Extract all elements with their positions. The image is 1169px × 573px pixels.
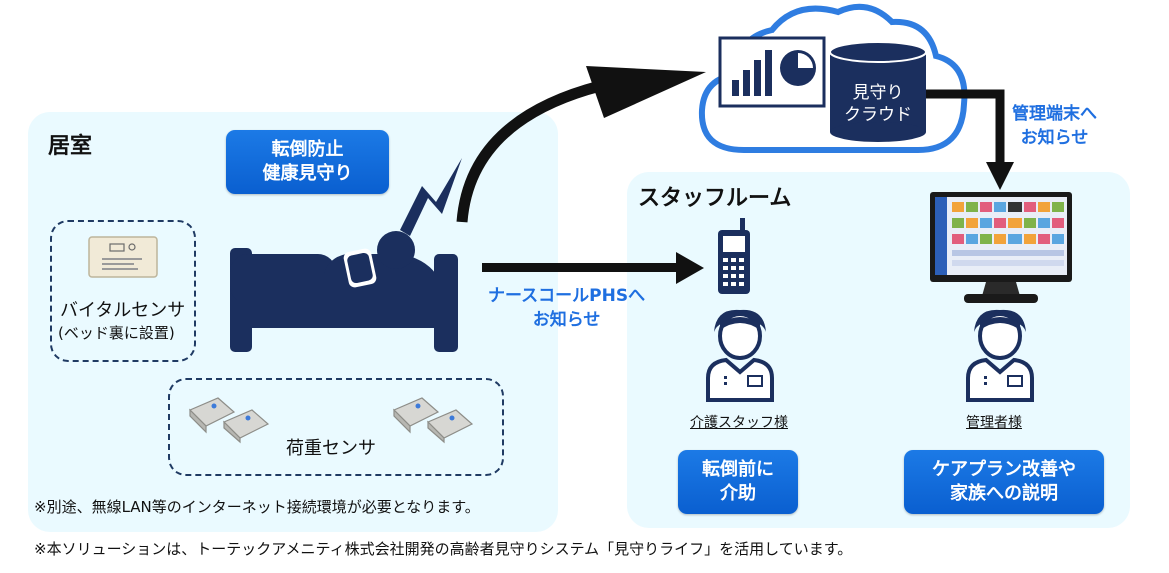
load-sensor-group [168,378,504,476]
load-sensor-icon-left [188,397,270,444]
room-feature-box: 転倒防止 健康見守り [226,130,389,194]
room-feature-line-2: 健康見守り [262,163,353,184]
phs-notify-line-2: お知らせ [532,310,601,330]
monitor-icon [930,192,1072,303]
bed-person-icon [230,158,462,352]
database-icon [829,41,927,142]
care-staff-icon [706,309,774,402]
vital-sensor-name: バイタルセンサ [60,300,186,321]
admin-icon [966,309,1034,402]
cloud-label: 見守り クラウド [836,82,920,126]
cloud-label-line-2: クラウド [844,105,912,125]
admin-action-line-2: 家族への説明 [950,483,1058,504]
load-sensor-icon-right [392,397,474,444]
cloud-label-line-1: 見守り [852,83,904,103]
terminal-notify-line-2: お知らせ [1020,128,1089,148]
network-note: ※別途、無線LAN等のインターネット接続環境が必要となります。 [34,498,480,516]
terminal-notify-line-1: 管理端末へ [1012,104,1097,124]
vital-sensor-note: (ベッド裏に設置) [58,324,175,342]
room-feature-line-1: 転倒防止 [271,139,344,160]
admin-label: 管理者様 [966,415,1022,431]
phs-notify-label: ナースコールPHSへ お知らせ [488,284,645,332]
care-staff-label: 介護スタッフ様 [690,415,788,431]
solution-note: ※本ソリューションは、トーテックアメニティ株式会社開発の高齢者見守りシステム「見… [34,540,853,558]
room-title: 居室 [48,134,93,159]
vital-sensor-icon [88,236,158,278]
care-action-line-2: 介助 [720,483,756,504]
care-action-line-1: 転倒前に [702,459,774,480]
phs-notify-line-1: ナースコールPHSへ [488,286,646,306]
phone-icon [718,218,750,294]
staff-room-title: スタッフルーム [638,186,792,211]
load-sensor-name: 荷重センサ [286,438,376,459]
admin-action-box: ケアプラン改善や 家族への説明 [904,450,1104,514]
care-action-box: 転倒前に 介助 [678,450,798,514]
vital-sensor-group [50,220,196,362]
terminal-notify-label: 管理端末へ お知らせ [1012,102,1097,150]
admin-action-line-1: ケアプラン改善や [932,459,1076,480]
dashboard-icon [718,36,826,108]
